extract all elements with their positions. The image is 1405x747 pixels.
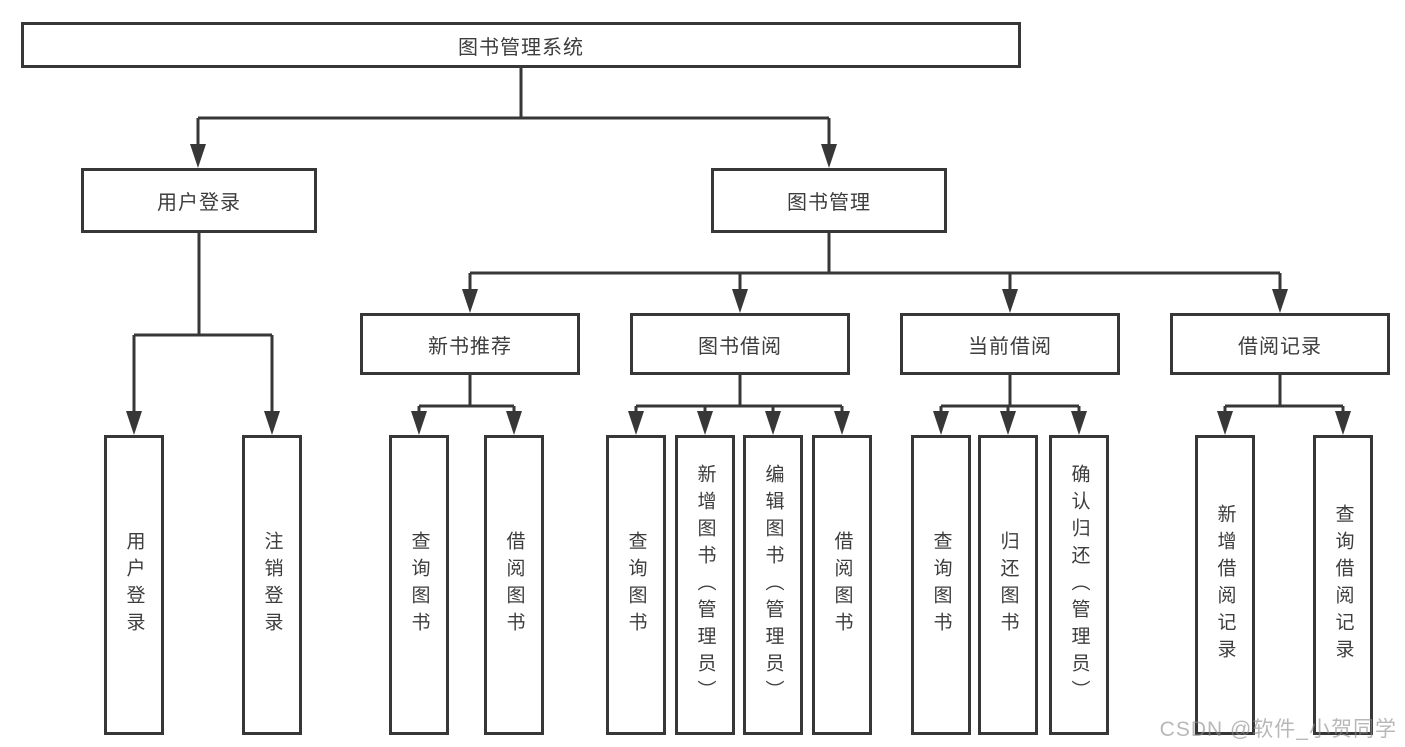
leaf-borrow-book-2: 借阅图书	[812, 435, 872, 735]
leaf-label: 借阅图书	[831, 531, 853, 639]
node-label: 图书管理	[787, 192, 871, 214]
leaf-label: 注销登录	[261, 531, 283, 639]
leaf-logout: 注销登录	[242, 435, 302, 735]
leaf-label: 新增借阅记录	[1214, 504, 1236, 666]
leaf-confirm-return-admin: 确认归还（管理员）	[1049, 435, 1109, 735]
node-book-management: 图书管理	[711, 168, 947, 233]
leaf-label: 新增图书（管理员）	[694, 463, 716, 707]
leaf-query-book-3: 查询图书	[911, 435, 971, 735]
leaf-query-borrow-record: 查询借阅记录	[1313, 435, 1373, 735]
leaf-query-book-1: 查询图书	[389, 435, 449, 735]
leaf-query-book-2: 查询图书	[606, 435, 666, 735]
leaf-user-login: 用户登录	[104, 435, 164, 735]
node-label: 借阅记录	[1238, 335, 1322, 358]
node-label: 图书借阅	[698, 335, 782, 358]
arrowheads	[126, 144, 1351, 435]
node-user-login: 用户登录	[81, 168, 317, 233]
leaf-label: 查询图书	[930, 531, 952, 639]
leaf-borrow-book-1: 借阅图书	[484, 435, 544, 735]
node-label: 当前借阅	[968, 335, 1052, 358]
leaf-edit-book-admin: 编辑图书（管理员）	[743, 435, 803, 735]
csdn-watermark: CSDN @软件_小贺同学	[1159, 718, 1397, 741]
leaf-label: 确认归还（管理员）	[1068, 463, 1090, 707]
leaf-label: 用户登录	[123, 531, 145, 639]
leaf-label: 查询图书	[408, 531, 430, 639]
leaf-label: 借阅图书	[503, 531, 525, 639]
node-borrow-record: 借阅记录	[1170, 313, 1390, 375]
leaf-label: 归还图书	[997, 531, 1019, 639]
node-new-book-recommend: 新书推荐	[360, 313, 580, 375]
leaf-label: 查询图书	[625, 531, 647, 639]
leaf-label: 编辑图书（管理员）	[762, 463, 784, 707]
leaf-label: 查询借阅记录	[1332, 504, 1354, 666]
node-root-system: 图书管理系统	[21, 22, 1021, 68]
node-book-borrow: 图书借阅	[630, 313, 850, 375]
node-label: 用户登录	[157, 192, 241, 214]
node-label: 图书管理系统	[458, 36, 584, 59]
node-label: 新书推荐	[428, 335, 512, 358]
leaf-add-book-admin: 新增图书（管理员）	[675, 435, 735, 735]
leaf-return-book: 归还图书	[978, 435, 1038, 735]
leaf-add-borrow-record: 新增借阅记录	[1195, 435, 1255, 735]
node-current-borrow: 当前借阅	[900, 313, 1120, 375]
